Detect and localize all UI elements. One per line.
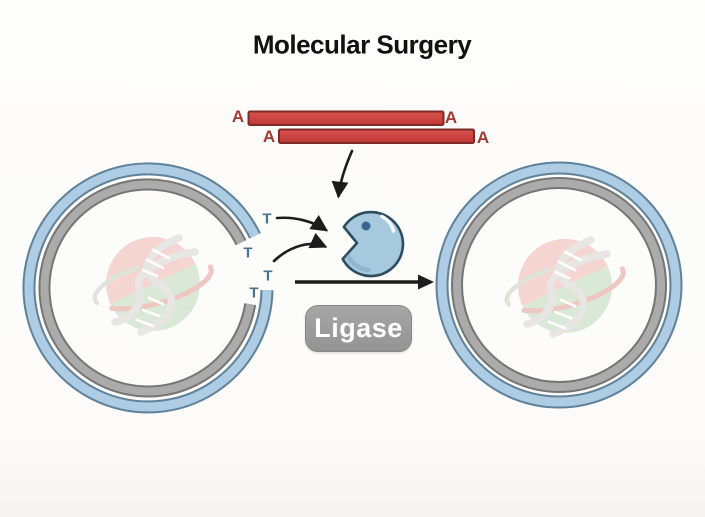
a-overhang-label-top-left: A [231,107,245,126]
arrow-from-bottom-overhang [272,232,328,263]
guide-arrows [272,149,354,263]
a-overhang-label-bottom-left: A [262,127,276,146]
ligase-enzyme-pacman-icon [341,210,405,278]
ligase-label: Ligase [314,313,403,343]
a-overhang-label-bottom-right: A [476,128,490,147]
ligase-label-box: Ligase [305,305,412,352]
t-overhang-label-3: T [263,267,273,285]
enzyme-eye [361,221,371,231]
arrow-from-top-overhang [275,215,329,232]
a-overhang-label-top-right: A [444,108,458,127]
plasmid-left-cut [22,162,274,414]
t-overhang-label-4: T [249,284,259,302]
watermark-dna-logo-left [90,237,216,332]
dna-insert-bottom-bar [278,128,475,144]
dna-insert-top-bar [247,110,445,126]
t-overhang-label-2: T [243,244,253,262]
arrow-from-insert [331,149,354,199]
plasmid-right-closed [435,161,683,409]
watermark-dna-logo-right [502,239,628,334]
page-title: Molecular Surgery [252,29,472,60]
t-overhang-label-1: T [262,210,272,228]
reaction-right-arrow-icon [295,274,434,290]
